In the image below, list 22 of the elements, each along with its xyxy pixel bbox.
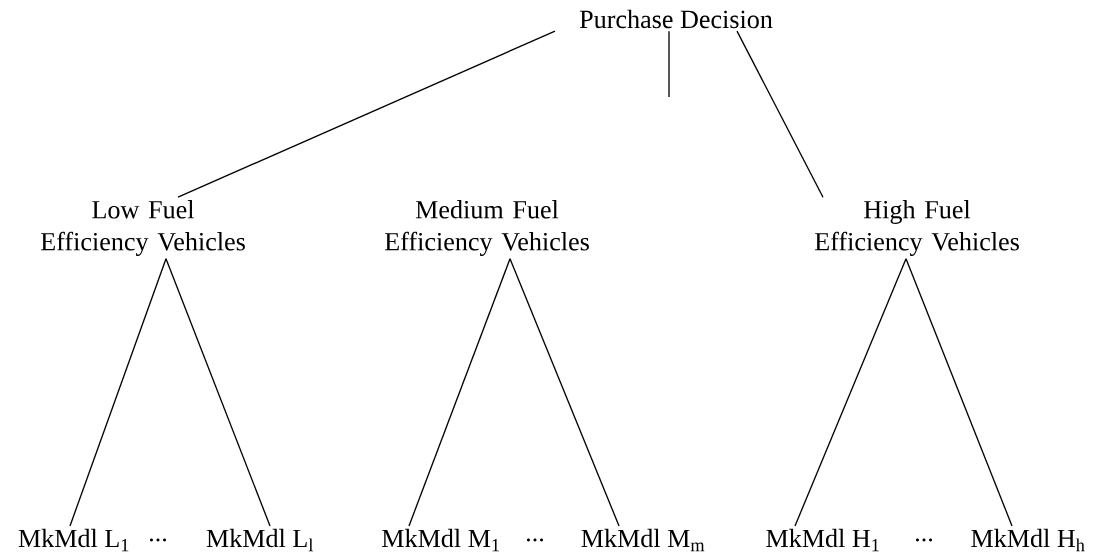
ellipsis-label: ... <box>149 538 167 542</box>
model-label: MkMdl H$_{1}$ <box>766 528 879 552</box>
ellipsis-label: ... <box>915 538 933 542</box>
model-label: MkMdl L$_{l}$ <box>206 528 314 552</box>
category-label: High Fuel Efficiency Vehicles <box>814 200 1019 256</box>
connector-line <box>408 258 511 527</box>
connector-line <box>165 258 271 527</box>
connector-line <box>794 258 907 527</box>
connector-line <box>69 258 167 527</box>
model-label: MkMdl M$_{m}$ <box>581 528 705 552</box>
model-label: MkMdl H$_{h}$ <box>971 528 1085 552</box>
connector-line <box>668 30 670 98</box>
connector-line <box>177 30 556 198</box>
category-label: Medium Fuel Efficiency Vehicles <box>384 200 589 256</box>
category-label: Low Fuel Efficiency Vehicles <box>40 200 245 256</box>
connector-line <box>905 258 1013 527</box>
connector-line <box>736 30 824 198</box>
ellipsis-label: ... <box>526 538 544 542</box>
connector-line <box>509 258 620 527</box>
model-label: MkMdl M$_{1}$ <box>382 528 499 552</box>
model-label: MkMdl L$_{1}$ <box>18 528 129 552</box>
root-label: Purchase Decision <box>579 9 773 29</box>
